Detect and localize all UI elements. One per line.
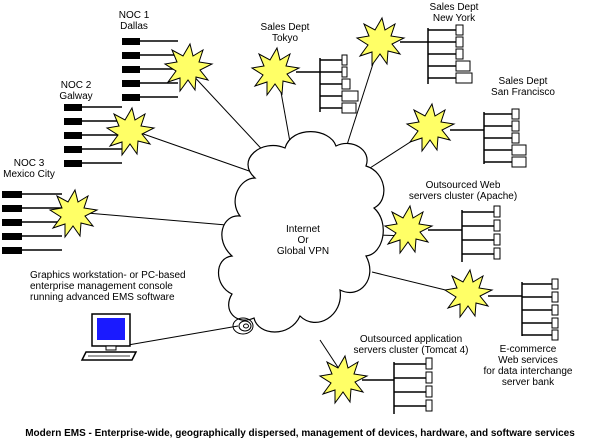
apache-line2: servers cluster (Apache): [408, 191, 518, 202]
sanfran-line2: San Francisco: [491, 87, 555, 98]
internet-cloud: [218, 131, 385, 333]
network-hub-starburst: [355, 16, 406, 67]
servers-apache: [493, 205, 501, 260]
device-rack-noc2: [64, 104, 82, 167]
newyork-group: [355, 16, 473, 84]
network-hub-starburst: [105, 106, 156, 157]
noc2-line2: Galway: [59, 91, 93, 102]
console-line1: Graphics workstation- or PC-based: [30, 270, 186, 281]
noc2-line1: NOC 2: [60, 80, 92, 91]
tokyo-line1: Sales Dept: [260, 22, 310, 33]
network-hub-starburst: [318, 354, 369, 405]
network-hub-starburst: [163, 42, 214, 93]
network-hub-starburst: [250, 46, 301, 97]
apache-label: Outsourced Web servers cluster (Apache): [398, 180, 528, 202]
noc2-galway-group: [64, 104, 156, 167]
workstations-newyork: [455, 24, 473, 84]
servers-tomcat: [425, 357, 433, 412]
console-label: Graphics workstation- or PC-based enterp…: [30, 270, 186, 303]
network-hub-starburst: [383, 204, 434, 255]
tokyo-label: Sales Dept Tokyo: [250, 22, 320, 44]
newyork-line2: New York: [432, 13, 476, 24]
tomcat-label: Outsourced application servers cluster (…: [346, 334, 476, 356]
ecommerce-label: E-commerce Web services for data interch…: [478, 344, 578, 388]
link-noc1: [187, 69, 271, 159]
servers-ecommerce: [551, 278, 559, 341]
link-noc2: [131, 129, 253, 173]
cloud-line2: Or: [297, 235, 309, 246]
tomcat-cluster-group: [318, 354, 433, 414]
ecommerce-line4: server bank: [501, 377, 555, 388]
device-rack-noc1: [122, 38, 140, 101]
console-line3: running advanced EMS software: [30, 292, 175, 303]
tomcat-line2: servers cluster (Tomcat 4): [353, 345, 469, 356]
link-console: [127, 325, 239, 346]
ecommerce-line2: Web services: [498, 355, 558, 366]
network-hub-starburst: [443, 268, 494, 319]
sanfran-group: [405, 102, 527, 168]
sanfran-line1: Sales Dept: [498, 76, 548, 87]
diagram-caption: Modern EMS - Enterprise-wide, geographic…: [25, 428, 575, 439]
newyork-label: Sales Dept New York: [418, 2, 490, 24]
ecommerce-group: [443, 268, 559, 341]
apache-line1: Outsourced Web: [425, 180, 501, 191]
management-console-workstation: [80, 313, 138, 361]
noc1-line1: NOC 1: [118, 10, 150, 21]
noc2-label: NOC 2 Galway: [56, 80, 96, 102]
ecommerce-line1: E-commerce: [499, 344, 557, 355]
link-noc3: [74, 211, 239, 227]
tokyo-line2: Tokyo: [271, 33, 299, 44]
noc1-line2: Dallas: [120, 21, 148, 32]
network-hub-starburst: [405, 102, 456, 153]
workstations-sanfran: [511, 108, 527, 168]
workstations-tokyo: [341, 54, 359, 114]
tokyo-group: [250, 46, 359, 114]
noc3-line1: NOC 3: [13, 158, 45, 169]
apache-cluster-group: [383, 204, 501, 262]
noc3-mexicocity-group: [2, 188, 99, 254]
network-hub-starburst: [48, 188, 99, 239]
newyork-line1: Sales Dept: [429, 2, 479, 13]
cloud-line1: Internet: [286, 224, 320, 235]
cloud-swirl: [232, 317, 254, 335]
cloud-line3: Global VPN: [276, 246, 330, 257]
noc3-label: NOC 3 Mexico City: [0, 158, 58, 180]
noc1-label: NOC 1 Dallas: [114, 10, 154, 32]
ecommerce-line3: for data interchange: [483, 366, 573, 377]
tomcat-line1: Outsourced application: [359, 334, 463, 345]
console-screen: [97, 318, 125, 340]
device-rack-noc3: [2, 191, 22, 254]
console-line2: enterprise management console: [30, 281, 173, 292]
noc1-dallas-group: [122, 38, 214, 101]
sanfran-label: Sales Dept San Francisco: [480, 76, 566, 98]
noc3-line2: Mexico City: [3, 169, 55, 180]
cloud-label: Internet Or Global VPN: [268, 224, 338, 257]
